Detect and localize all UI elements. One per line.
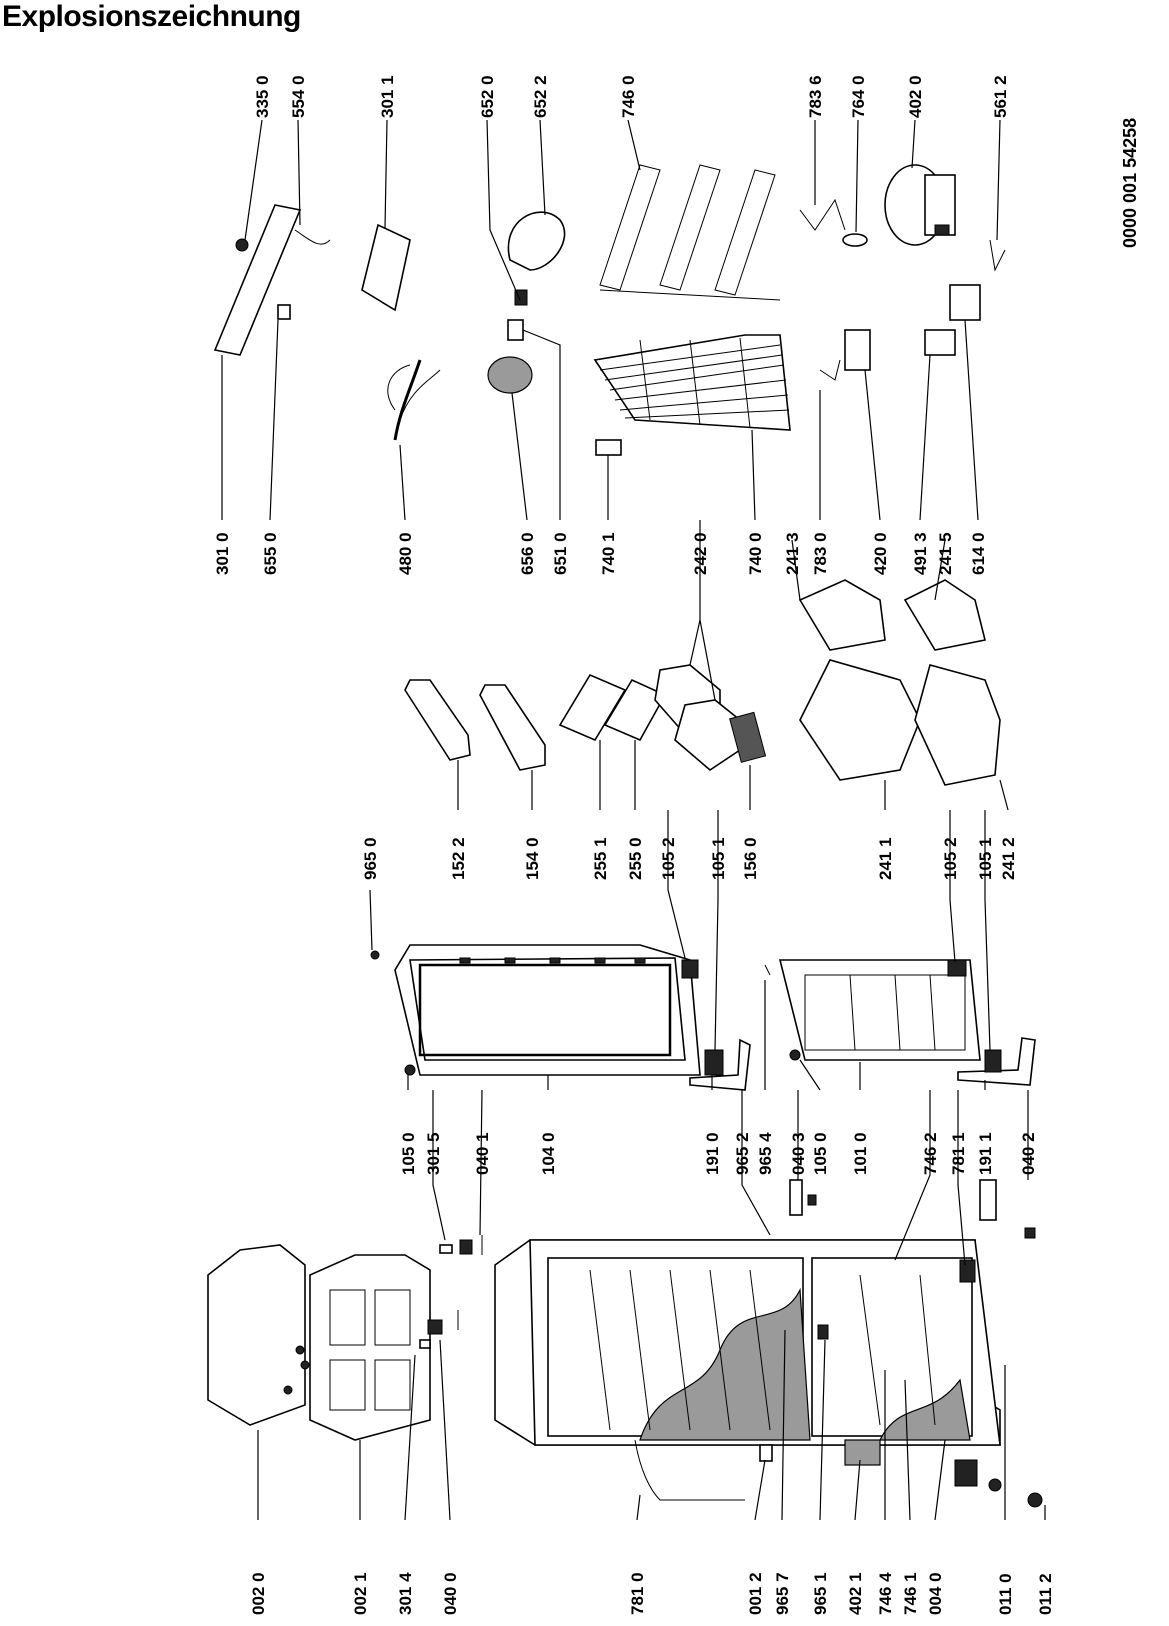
- part-label: 152 2: [449, 837, 468, 880]
- drain-tube: [819, 359, 841, 381]
- part-label: 255 0: [626, 837, 645, 880]
- condenser: [599, 164, 781, 301]
- part-label: 740 1: [599, 532, 618, 575]
- part-label: 480 0: [396, 532, 415, 575]
- cabinet-body: [494, 1239, 1001, 1446]
- part-label: 652 2: [531, 75, 550, 118]
- lower-door: [778, 959, 1036, 1086]
- ice-rack: [729, 711, 767, 763]
- part-label: 105 0: [811, 1132, 830, 1175]
- clip-part: [989, 239, 1006, 272]
- part-label: 655 0: [261, 532, 280, 575]
- part-label: 241 1: [876, 837, 895, 880]
- part-label: 781 1: [949, 1132, 968, 1175]
- part-label: 965 7: [773, 1572, 792, 1615]
- part-label: 011 0: [996, 1573, 1015, 1615]
- part-label: 255 1: [591, 837, 610, 880]
- part-label: 301 1: [378, 75, 397, 118]
- top-cover: [207, 1244, 431, 1441]
- document-number: 0000 001 54258: [1120, 118, 1140, 248]
- part-label: 746 0: [619, 75, 638, 118]
- part-label: 652 0: [478, 75, 497, 118]
- part-label: 105 2: [941, 837, 960, 880]
- part-label: 001 2: [746, 1572, 765, 1615]
- egg-trays: [654, 664, 741, 772]
- small-hardware: [283, 950, 1043, 1508]
- part-label: 651 0: [551, 532, 570, 575]
- part-label: 101 0: [851, 1132, 870, 1175]
- part-label: 301 5: [424, 1132, 443, 1175]
- drain-pipe: [799, 198, 846, 231]
- part-label: 004 0: [926, 1572, 945, 1615]
- part-label: 965 1: [811, 1572, 830, 1615]
- part-label: 002 0: [249, 1572, 268, 1615]
- part-label: 783 6: [806, 75, 825, 118]
- thermostat: [844, 329, 871, 371]
- part-label: 491 3: [911, 532, 930, 575]
- part-label: 154 0: [523, 837, 542, 880]
- part-label: 011 2: [1036, 1573, 1055, 1615]
- door-shelves: [404, 679, 546, 771]
- part-label: 040 0: [441, 1572, 460, 1615]
- relay-box: [924, 329, 956, 356]
- part-label: 301 0: [213, 532, 232, 575]
- part-label: 242 0: [691, 532, 710, 575]
- part-label: 335 0: [253, 75, 272, 118]
- part-label: 105 0: [399, 1132, 418, 1175]
- part-label: 402 0: [906, 75, 925, 118]
- leader-lines: [221, 119, 1046, 1521]
- part-drawings: [207, 164, 1043, 1508]
- glass-shelves: [558, 673, 667, 742]
- part-label: 740 0: [746, 532, 765, 575]
- part-label: 965 2: [733, 1132, 752, 1175]
- part-labels: 002 0 002 1 301 4 040 0 781 0 001 2 965 7 965 1…: [213, 75, 1055, 1615]
- part-label: 301 4: [396, 1572, 415, 1615]
- part-label: 781 0: [628, 1572, 647, 1615]
- part-label: 156 0: [741, 837, 760, 880]
- drawers: [798, 579, 1001, 786]
- part-label: 104 0: [539, 1132, 558, 1175]
- part-label: 965 4: [756, 1132, 775, 1175]
- part-label: 191 0: [703, 1132, 722, 1175]
- part-label: 002 1: [351, 1572, 370, 1615]
- part-label: 040 3: [789, 1132, 808, 1175]
- part-label: 105 1: [976, 837, 995, 880]
- part-label: 656 0: [518, 532, 537, 575]
- part-label: 746 2: [921, 1132, 940, 1175]
- part-label: 420 0: [871, 532, 890, 575]
- part-label: 241 3: [783, 532, 802, 575]
- part-label: 040 2: [1019, 1132, 1038, 1175]
- part-label: 561 2: [991, 75, 1010, 118]
- part-label: 783 0: [811, 532, 830, 575]
- starter-relay: [949, 284, 981, 321]
- evaporator: [593, 334, 791, 456]
- part-label: 614 0: [969, 532, 988, 575]
- part-label: 040 1: [473, 1132, 492, 1175]
- part-label: 746 4: [876, 1572, 895, 1615]
- part-label: 746 1: [901, 1572, 920, 1615]
- upper-door: [394, 944, 751, 1091]
- part-label: 965 0: [361, 837, 380, 880]
- evaporator-fan-parts: [487, 211, 566, 394]
- control-panel: [213, 204, 331, 356]
- part-label: 191 1: [976, 1132, 995, 1175]
- part-label: 554 0: [289, 75, 308, 118]
- part-label: 241 5: [936, 532, 955, 575]
- compressor: [884, 164, 956, 246]
- part-label: 241 2: [999, 837, 1018, 880]
- part-label: 105 2: [659, 837, 678, 880]
- light-cover: [361, 223, 411, 312]
- part-label: 105 1: [709, 837, 728, 880]
- filter-drier: [842, 233, 868, 247]
- part-label: 764 0: [849, 75, 868, 118]
- wiring-harness: [387, 359, 441, 441]
- part-label: 402 1: [846, 1572, 865, 1615]
- drawing-title: Explosionszeichnung: [2, 0, 301, 33]
